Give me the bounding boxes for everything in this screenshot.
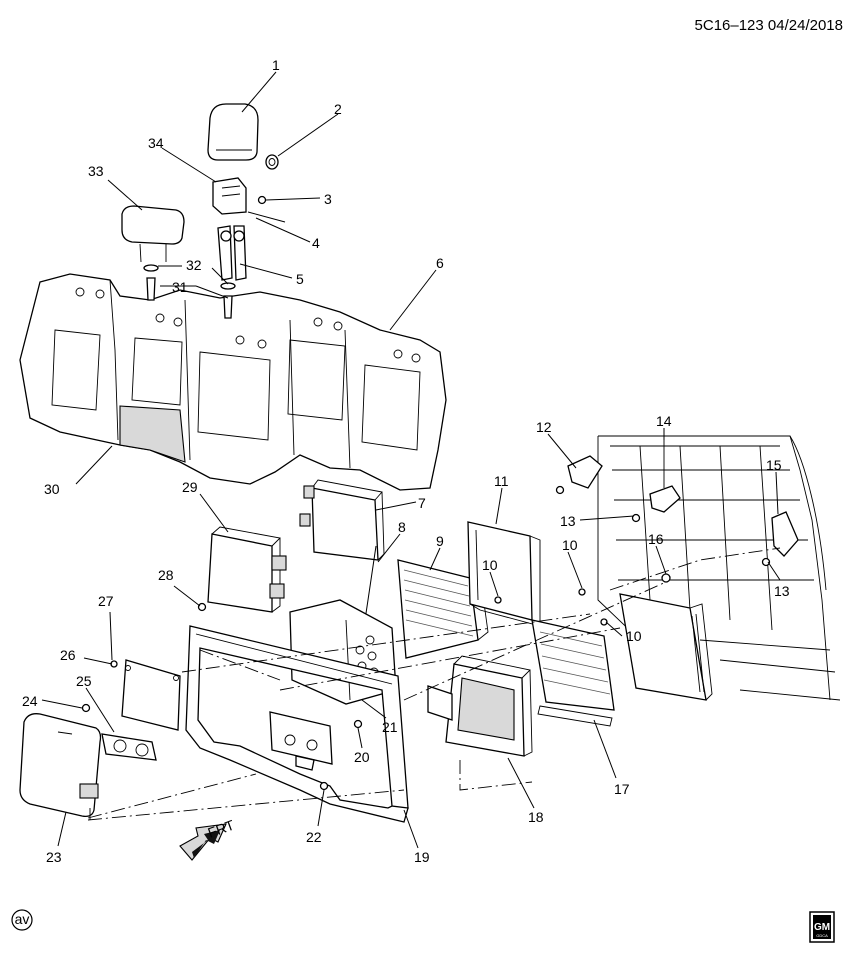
callout-5: 5 (296, 271, 304, 287)
cap-2 (265, 154, 279, 170)
vehicle-floor-structure (597, 435, 841, 701)
callout-10a: 10 (482, 557, 498, 573)
svg-text:GM: GM (814, 922, 830, 933)
callout-29: 29 (182, 479, 198, 495)
callout-24: 24 (22, 693, 38, 709)
callout-8: 8 (398, 519, 406, 535)
callout-16: 16 (648, 531, 664, 547)
callout-12: 12 (536, 419, 552, 435)
callout-22: 22 (306, 829, 322, 845)
callout-numbers: 1 2 3 4 5 6 7 8 9 10 10 10 11 12 13 13 1… (22, 57, 790, 865)
outboard-headrest (121, 205, 185, 263)
assembly-lines (87, 547, 781, 821)
callout-34: 34 (148, 135, 164, 151)
callout-27: 27 (98, 593, 114, 609)
module-11 (467, 521, 541, 627)
guides-31-32 (143, 264, 236, 319)
headrest-guide-34 (212, 177, 247, 215)
callout-19: 19 (414, 849, 430, 865)
center-headrest (207, 103, 259, 161)
lower-bracket (269, 711, 333, 771)
tray-16 (619, 593, 713, 701)
hinge-15 (771, 511, 799, 557)
drawing-header: 5C16–123 04/24/2018 (695, 17, 843, 34)
callout-7: 7 (418, 495, 426, 511)
callout-23: 23 (46, 849, 62, 865)
screw-3 (257, 195, 267, 205)
gm-logo: GM GDCA (809, 911, 835, 943)
cover-26 (121, 659, 181, 731)
callout-10c: 10 (626, 628, 642, 644)
callout-15: 15 (766, 457, 782, 473)
callout-25: 25 (76, 673, 92, 689)
callout-21: 21 (382, 719, 398, 735)
module-7 (299, 479, 385, 561)
headrest-posts-5 (217, 225, 247, 281)
callout-26: 26 (60, 647, 76, 663)
cover-23 (19, 713, 102, 818)
callout-14: 14 (656, 413, 672, 429)
pin-4 (247, 211, 286, 223)
hinge-14 (649, 440, 681, 513)
callout-32: 32 (186, 257, 202, 273)
callout-9: 9 (436, 533, 444, 549)
callout-30: 30 (44, 481, 60, 497)
callout-20: 20 (354, 749, 370, 765)
callout-4: 4 (312, 235, 320, 251)
connector-25 (101, 733, 157, 761)
callout-33: 33 (88, 163, 104, 179)
svg-text:GDCA: GDCA (816, 933, 828, 938)
callout-28: 28 (158, 567, 174, 583)
corner-mark-text: av (15, 911, 30, 927)
callout-31: 31 (172, 279, 188, 295)
callout-6: 6 (436, 255, 444, 271)
corner-mark: av (11, 909, 33, 931)
module-18 (427, 655, 533, 757)
callout-13b: 13 (774, 583, 790, 599)
rear-seat-back-assembly (19, 273, 447, 491)
callout-2: 2 (334, 101, 342, 117)
leader-lines (41, 71, 781, 849)
callout-13a: 13 (560, 513, 576, 529)
front-arrow-label: FRT (206, 816, 237, 840)
callout-3: 3 (324, 191, 332, 207)
callout-17: 17 (614, 781, 630, 797)
module-17 (531, 619, 615, 727)
callout-18: 18 (528, 809, 544, 825)
callout-11: 11 (494, 473, 509, 489)
module-29 (207, 526, 287, 613)
callout-10b: 10 (562, 537, 578, 553)
hinge-12 (567, 455, 603, 489)
callout-1: 1 (272, 57, 280, 73)
front-direction-arrow: FRT (179, 816, 237, 861)
